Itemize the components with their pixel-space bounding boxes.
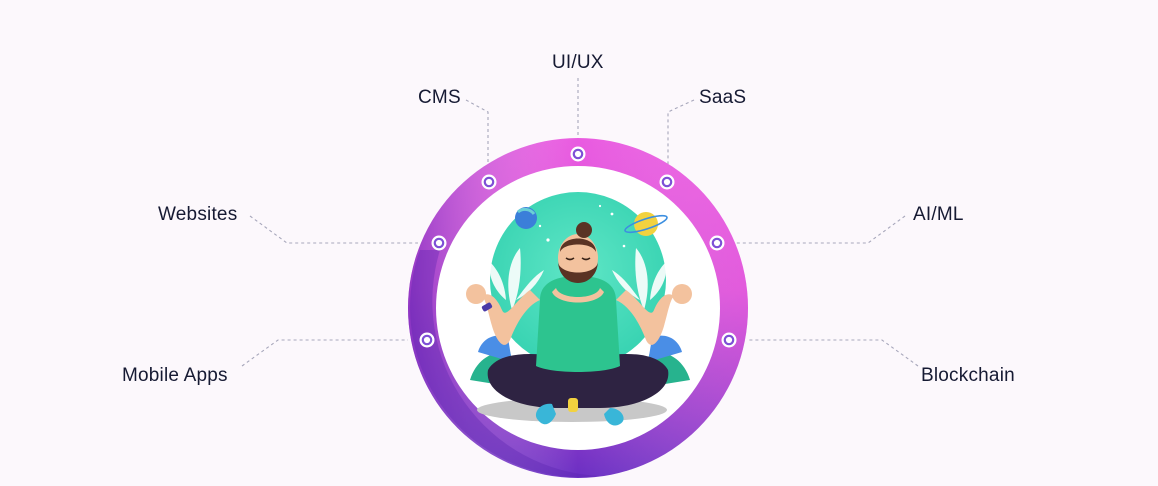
node-cms: [481, 174, 497, 190]
node-uiux: [570, 146, 586, 162]
ring-nodes: [419, 146, 737, 348]
leaves-left-icon: [489, 248, 544, 310]
connector-saas: [667, 99, 695, 166]
connector-mobile: [241, 339, 408, 367]
sparkles-icon: [538, 204, 626, 248]
node-blockchain: [721, 332, 737, 348]
label-aiml: AI/ML: [913, 204, 964, 225]
meditating-man-illustration: [466, 192, 692, 426]
node-aiml: [709, 235, 725, 251]
label-websites: Websites: [158, 204, 238, 225]
connector-lines: [241, 78, 919, 367]
connector-aiml: [736, 215, 906, 244]
label-uiux: UI/UX: [552, 52, 604, 73]
label-cms: CMS: [418, 87, 461, 108]
connector-websites: [249, 215, 418, 244]
label-saas: SaaS: [699, 87, 747, 108]
node-mobile-apps: [419, 332, 435, 348]
leaves-right-icon: [612, 248, 667, 310]
label-blockchain: Blockchain: [921, 365, 1015, 386]
connector-blockchain: [748, 339, 919, 367]
connector-cms: [465, 99, 489, 166]
node-saas: [659, 174, 675, 190]
label-mobile-apps: Mobile Apps: [122, 365, 228, 386]
planet-yellow-icon: [624, 212, 668, 236]
node-websites: [431, 235, 447, 251]
